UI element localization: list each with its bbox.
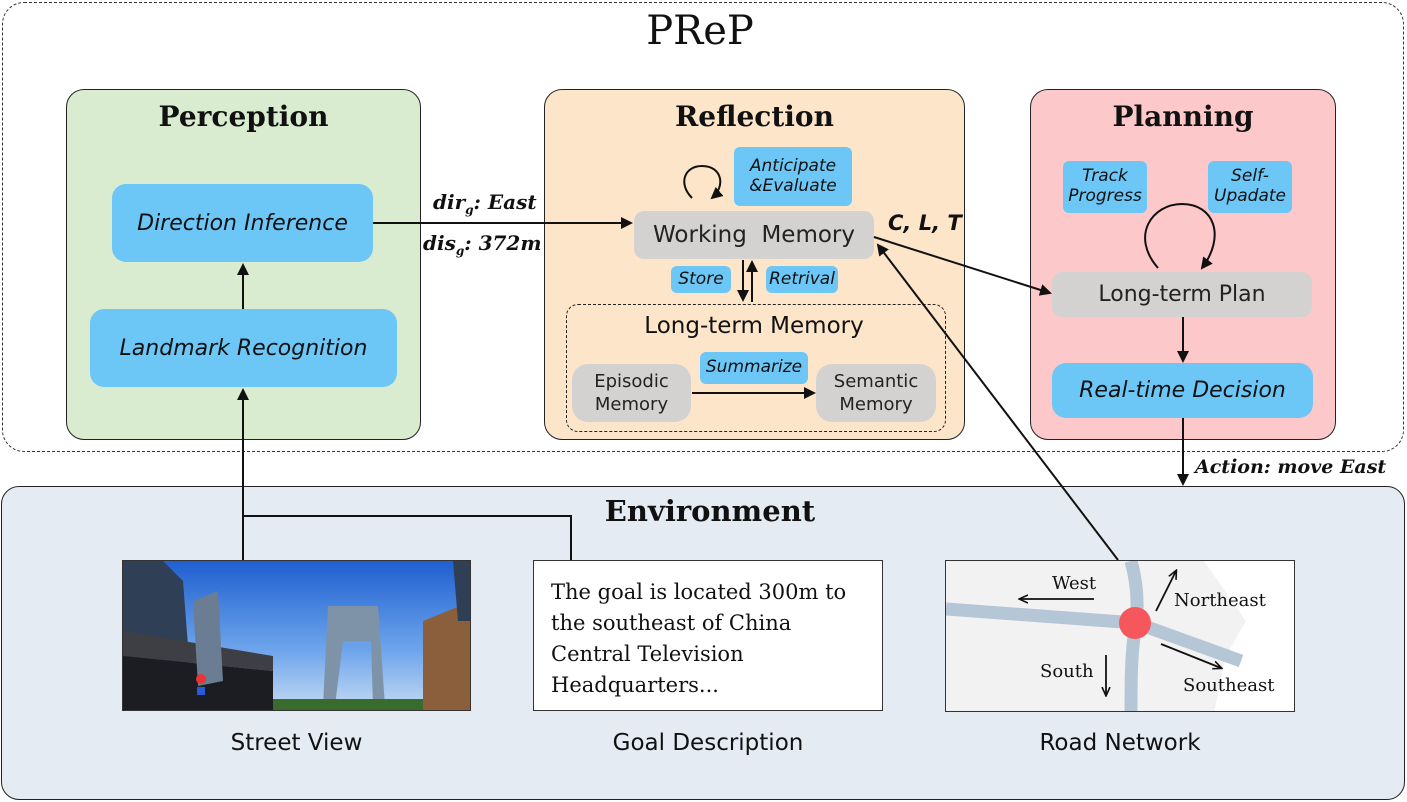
street-view-image: [122, 560, 471, 711]
perception-title: Perception: [158, 100, 329, 133]
southeast-label: Southeast: [1183, 675, 1275, 696]
reflection-title: Reflection: [675, 100, 834, 133]
prep-title: PReP: [646, 8, 754, 54]
planning-title: Planning: [1112, 100, 1254, 133]
self-update-tag: Self-Upadate: [1208, 161, 1292, 213]
goal-description-text: The goal is located 300m to the southeas…: [551, 580, 847, 697]
direction-inference-node: Direction Inference: [112, 184, 373, 262]
long-term-plan-node: Long-term Plan: [1052, 272, 1312, 317]
dir-label: dirg: East: [433, 190, 537, 217]
working-memory-to-plan-arrow: [873, 236, 1052, 296]
long-term-memory-label: Long-term Memory: [644, 313, 864, 339]
working-memory-self-loop: [683, 164, 724, 200]
clt-label: C, L, T: [888, 211, 962, 235]
realtime-decision-node: Real-time Decision: [1052, 363, 1313, 418]
street-view-caption: Street View: [230, 730, 363, 756]
current-location-dot: [1119, 607, 1151, 639]
working-memory-node: Working Memory: [634, 211, 874, 259]
store-tag: Store: [671, 266, 731, 293]
goal-description-caption: Goal Description: [612, 730, 804, 756]
southeast-arrow: [1160, 643, 1221, 668]
landmark-recognition-node: Landmark Recognition: [90, 309, 397, 387]
action-label: Action: move East: [1195, 456, 1387, 478]
anticipate-evaluate-tag: Anticipate &Evaluate: [734, 147, 852, 206]
long-term-memory-box: [566, 304, 946, 432]
northeast-arrow: [1155, 571, 1176, 612]
plan-self-loop: [1144, 202, 1216, 270]
environment-title: Environment: [604, 494, 816, 528]
track-progress-tag: Track Progress: [1063, 161, 1147, 213]
road-network-to-working-memory-arrow: [876, 243, 1119, 561]
goal-description-box: The goal is located 300m to the southeas…: [533, 560, 883, 711]
episodic-memory-node: Episodic Memory: [572, 364, 691, 422]
west-label: West: [1052, 573, 1097, 594]
retrival-tag: Retrival: [766, 266, 838, 293]
south-label: South: [1040, 661, 1094, 682]
road-network-map: West Northeast South Southeast: [945, 560, 1295, 712]
summarize-tag: Summarize: [700, 352, 808, 384]
prep-container: [2, 2, 1404, 452]
dis-label: disg: 372m: [423, 231, 542, 258]
semantic-memory-node: Semantic Memory: [816, 364, 936, 422]
road-network-caption: Road Network: [1039, 730, 1201, 756]
northeast-label: Northeast: [1174, 590, 1266, 611]
goal-to-perception-line: [243, 515, 572, 560]
